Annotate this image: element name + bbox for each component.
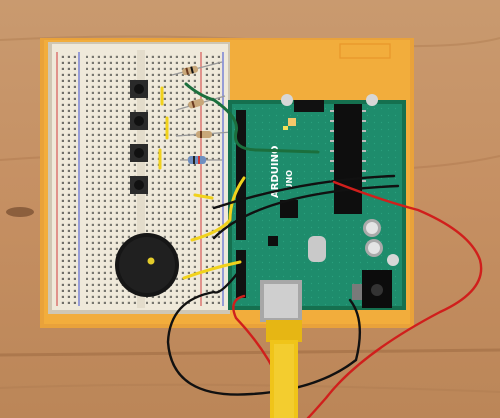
push-button	[130, 112, 148, 130]
resistor	[171, 61, 223, 76]
arduino-uno: ARDUINO UNO	[228, 94, 406, 322]
resistor	[175, 95, 226, 111]
push-button	[130, 176, 148, 194]
push-button	[130, 144, 148, 162]
usb-cable	[266, 320, 302, 418]
resistor	[180, 156, 222, 164]
breadboard-jumpers	[158, 86, 214, 200]
resistor	[175, 131, 233, 138]
push-button	[130, 80, 148, 98]
board-model-label: UNO	[285, 170, 294, 190]
piezo-buzzer	[115, 233, 179, 297]
jumper-wire-black	[166, 174, 400, 396]
board-brand-label: ARDUINO	[270, 146, 281, 198]
jumper-wire-green	[184, 82, 320, 154]
jumper-wire-yellow	[182, 176, 246, 280]
